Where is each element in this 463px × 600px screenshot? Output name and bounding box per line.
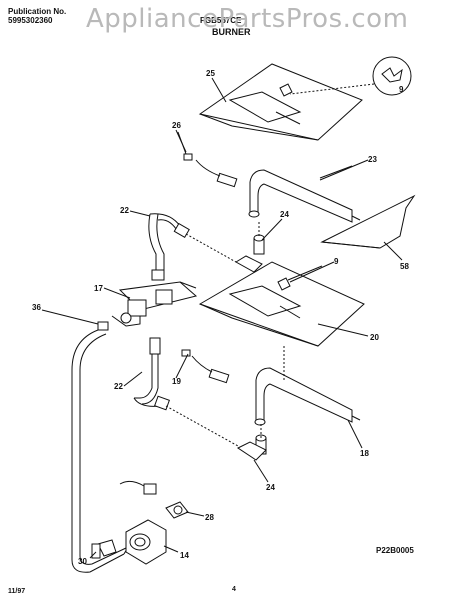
publication-number: 5995302360 (8, 16, 53, 25)
lower-burner-tube (254, 346, 361, 426)
upper-igniter (177, 131, 238, 188)
lower-orifice-holder (237, 424, 267, 461)
upper-burner-shield (198, 63, 363, 141)
lower-burner-shield (198, 261, 365, 347)
callout-25: 25 (206, 69, 215, 78)
upper-gas-tube (148, 213, 237, 281)
callout-19: 19 (172, 377, 181, 386)
callout-9-lower: 9 (334, 257, 339, 266)
lower-gas-tube (133, 337, 239, 447)
callout-22-upper: 22 (120, 206, 129, 215)
callout-17: 17 (94, 284, 103, 293)
callout-26: 26 (172, 121, 181, 130)
upper-orifice-holder (235, 222, 265, 273)
revision-date: 11/97 (8, 588, 26, 595)
gas-valve (111, 281, 198, 327)
callout-9-upper: 9 (399, 85, 404, 94)
pressure-regulator (125, 519, 167, 565)
leader-lines (41, 77, 403, 559)
diagram-code: P22B0005 (376, 546, 414, 555)
callout-28: 28 (205, 513, 214, 522)
callout-22-lower: 22 (114, 382, 123, 391)
callout-24-lower: 24 (266, 483, 275, 492)
callout-18: 18 (360, 449, 369, 458)
wing-nut-circle (289, 56, 412, 96)
wing-nut-lower (277, 265, 323, 291)
upper-burner-tube (248, 165, 361, 223)
publication-label: Publication No. (8, 7, 67, 16)
elbow-fitting (91, 539, 117, 559)
page-number: 4 (232, 586, 236, 593)
watermark: AppliancePartsPros.com (86, 4, 409, 34)
wing-nut-upper (279, 83, 293, 97)
callout-36: 36 (32, 303, 41, 312)
callout-30: 30 (78, 557, 87, 566)
callout-20: 20 (370, 333, 379, 342)
heat-deflector-plate (320, 194, 416, 249)
callout-24-upper: 24 (280, 210, 289, 219)
model-number: FGB557CE (200, 16, 242, 25)
section-title: BURNER (212, 27, 251, 37)
callout-58: 58 (400, 262, 409, 271)
callout-14: 14 (180, 551, 189, 560)
callout-23: 23 (368, 155, 377, 164)
lower-igniter (181, 349, 230, 384)
orifice-fitting (165, 501, 189, 519)
